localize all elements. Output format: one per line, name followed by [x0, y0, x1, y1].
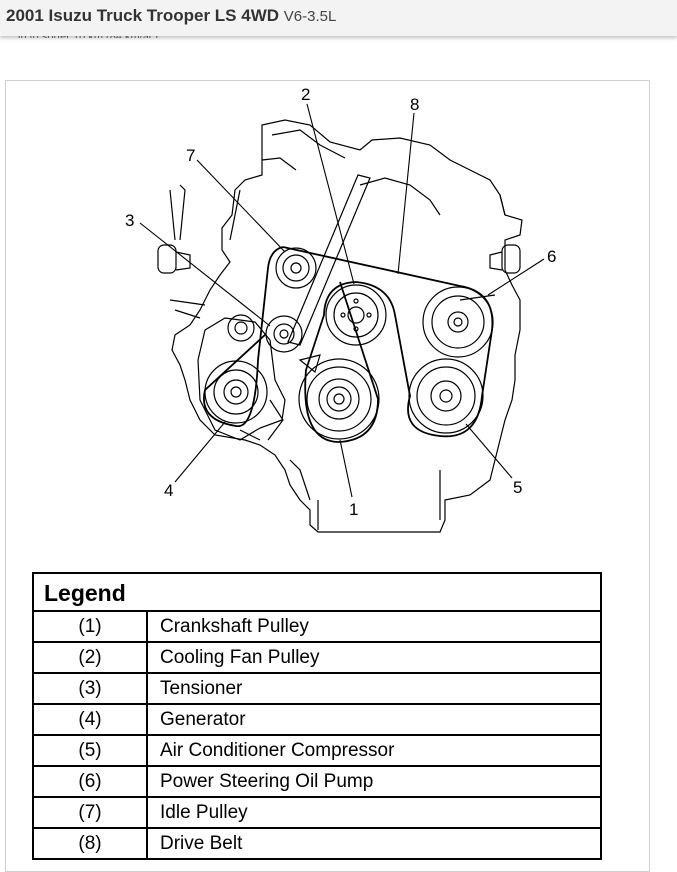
legend-row: (8)Drive Belt	[34, 828, 600, 860]
vehicle-title: 2001 Isuzu Truck Trooper LS 4WD	[6, 6, 280, 25]
page-title: 2001 Isuzu Truck Trooper LS 4WD V6-3.5L	[6, 6, 336, 26]
power-steering-pulley-shape	[422, 286, 494, 358]
ac-compressor-pulley-shape	[408, 358, 484, 434]
callout-1: 1	[349, 500, 358, 519]
legend-row: (1)Crankshaft Pulley	[34, 612, 600, 643]
callout-3: 3	[125, 211, 134, 230]
legend-label: Drive Belt	[147, 828, 600, 860]
legend-number: (1)	[34, 612, 148, 643]
callout-4: 4	[164, 481, 173, 500]
legend-number: (3)	[34, 673, 148, 705]
legend-label: Air Conditioner Compressor	[147, 735, 600, 767]
legend-title: Legend	[34, 574, 600, 612]
legend-row: (2)Cooling Fan Pulley	[34, 642, 600, 674]
crankshaft-pulley-shape	[298, 358, 380, 440]
legend-number: (7)	[34, 797, 148, 829]
legend-label: Cooling Fan Pulley	[147, 642, 600, 674]
legend-rows: (1)Crankshaft Pulley (2)Cooling Fan Pull…	[34, 612, 600, 860]
legend-row: (5)Air Conditioner Compressor	[34, 735, 600, 767]
generator-shape	[197, 314, 286, 441]
drive-belt	[203, 246, 494, 443]
belt-routing-diagram: 1 2 3 4 5 6 7 8	[125, 85, 556, 533]
legend-table: Legend (1)Crankshaft Pulley (2)Cooling F…	[32, 572, 602, 860]
legend-label: Generator	[147, 704, 600, 736]
legend-row: (6)Power Steering Oil Pump	[34, 766, 600, 798]
legend-label: Idle Pulley	[147, 797, 600, 829]
engine-outline	[171, 119, 523, 533]
callout-7: 7	[186, 146, 195, 165]
legend-row: (7)Idle Pulley	[34, 797, 600, 829]
legend-label: Tensioner	[147, 673, 600, 705]
tensioner-arm	[287, 174, 371, 346]
legend-row: (4)Generator	[34, 704, 600, 736]
callout-8: 8	[410, 95, 419, 114]
legend-number: (8)	[34, 828, 148, 860]
idle-pulley-shape	[275, 247, 317, 289]
legend-label: Crankshaft Pulley	[147, 612, 600, 643]
callout-2: 2	[301, 85, 310, 104]
legend-row: (3)Tensioner	[34, 673, 600, 705]
legend-number: (2)	[34, 642, 148, 674]
legend-label: Power Steering Oil Pump	[147, 766, 600, 798]
legend-number: (6)	[34, 766, 148, 798]
legend-number: (5)	[34, 735, 148, 767]
callout-5: 5	[513, 478, 522, 497]
page-header: 2001 Isuzu Truck Trooper LS 4WD V6-3.5L	[0, 0, 677, 36]
engine-label: V6-3.5L	[283, 8, 337, 25]
legend-number: (4)	[34, 704, 148, 736]
callout-6: 6	[547, 247, 556, 266]
tensioner-pulley-shape	[265, 315, 303, 353]
cooling-fan-pulley-shape	[325, 284, 387, 346]
